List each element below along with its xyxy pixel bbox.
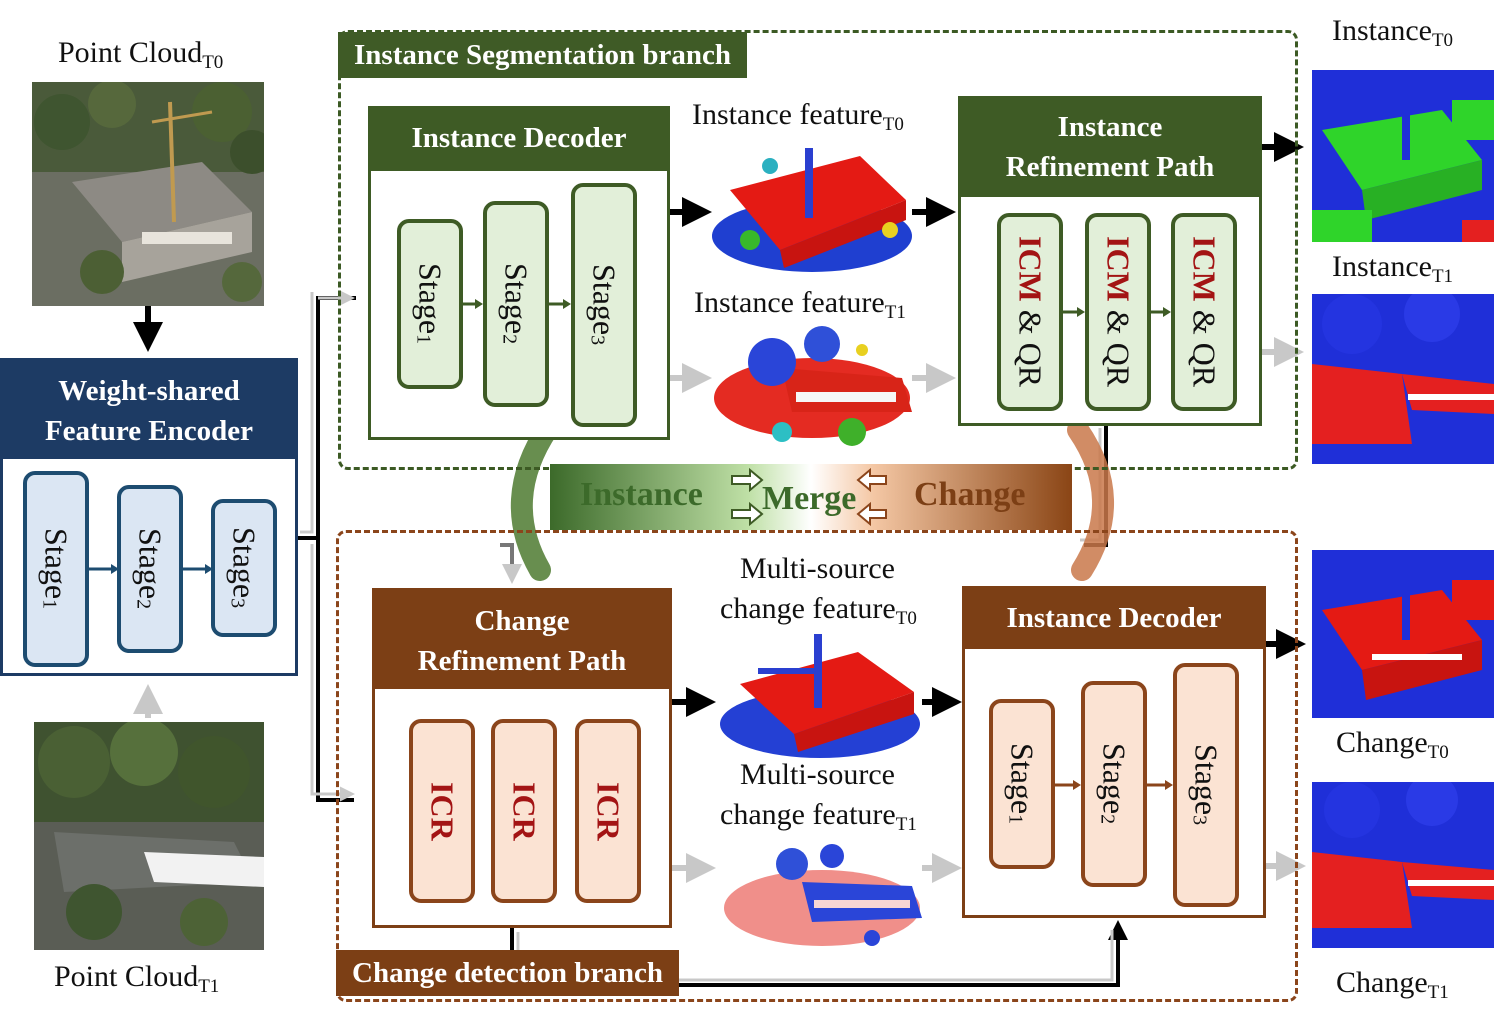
icr-module-2: ICR — [491, 719, 557, 903]
change-feature-t0-line1: Multi-source — [740, 552, 895, 585]
instance-t1-output — [1312, 294, 1494, 464]
instance-decoder-stage-3: Stage3 — [571, 183, 637, 427]
change-decoder-stage-2: Stage2 — [1081, 681, 1147, 887]
merge-instance-label: Instance — [580, 476, 703, 513]
change-refinement-path: Change Refinement Path ICR ICR ICR — [372, 588, 672, 928]
icr-module-1: ICR — [409, 719, 475, 903]
instance-branch-title: Instance Segmentation branch — [338, 32, 748, 78]
icr-module-3: ICR — [575, 719, 641, 903]
merge-change-label: Change — [914, 476, 1026, 513]
instance-decoder-title: Instance Decoder — [371, 109, 667, 171]
merge-direction-arrows — [731, 467, 887, 527]
change-decoder-stage-1: Stage1 — [989, 699, 1055, 869]
instance-refinement-module-3: ICM & QR — [1171, 213, 1237, 411]
change-instance-decoder: Instance Decoder Stage1 Stage2 Stage3 — [962, 586, 1266, 918]
instance-t0-output — [1312, 70, 1494, 242]
arrow-merge-to-change-refinement — [510, 417, 559, 581]
instance-decoder-stage-1: Stage1 — [397, 219, 463, 389]
feature-encoder: Weight-shared Feature Encoder Stage1 Sta… — [0, 358, 298, 676]
instance-t0-label: InstanceT0 — [1332, 14, 1454, 51]
instance-decoder: Instance Decoder Stage1 Stage2 Stage3 — [368, 106, 670, 440]
encoder-stage-3: Stage3 — [211, 499, 277, 637]
merge-center-label: Merge — [762, 480, 857, 517]
change-feature-t1-line1: Multi-source — [740, 758, 895, 791]
instance-refinement-module-2: ICM & QR — [1085, 213, 1151, 411]
change-feature-t0-viz — [718, 630, 922, 760]
instance-refinement-title: Instance Refinement Path — [961, 99, 1259, 197]
instance-feature-t1-viz — [712, 322, 912, 448]
change-t1-label: ChangeT1 — [1336, 966, 1449, 1003]
point-cloud-t1-image — [34, 722, 264, 950]
change-feature-t1-line2: change featureT1 — [720, 798, 917, 835]
encoder-stage-2: Stage2 — [117, 485, 183, 653]
change-refinement-title: Change Refinement Path — [375, 591, 669, 689]
instance-decoder-stage-2: Stage2 — [483, 201, 549, 407]
merge-band — [550, 464, 1072, 530]
point-cloud-t1-label: Point CloudT1 — [54, 960, 220, 997]
change-decoder-stage-3: Stage3 — [1173, 663, 1239, 907]
instance-refinement-module-1: ICM & QR — [997, 213, 1063, 411]
feature-encoder-title: Weight-shared Feature Encoder — [3, 361, 295, 459]
change-t1-output — [1312, 782, 1494, 948]
change-feature-t0-line2: change featureT0 — [720, 592, 917, 629]
instance-t1-label: InstanceT1 — [1332, 250, 1454, 287]
point-cloud-t0-label: Point CloudT0 — [58, 36, 224, 73]
instance-refinement-path: Instance Refinement Path ICM & QR ICM & … — [958, 96, 1262, 426]
change-t0-label: ChangeT0 — [1336, 726, 1449, 763]
change-branch-title: Change detection branch — [336, 950, 679, 996]
point-cloud-t0-image — [32, 82, 264, 306]
instance-feature-t0-viz — [710, 140, 914, 276]
arrow-merge-to-instance-refinement — [1067, 419, 1115, 581]
change-t0-output — [1312, 550, 1494, 718]
change-decoder-title: Instance Decoder — [965, 589, 1263, 649]
change-detection-branch — [336, 530, 1298, 1002]
instance-feature-t0-label: Instance featureT0 — [692, 98, 904, 135]
instance-feature-t1-label: Instance featureT1 — [694, 286, 906, 323]
change-feature-t1-viz — [722, 842, 922, 950]
encoder-stage-1: Stage1 — [23, 471, 89, 667]
